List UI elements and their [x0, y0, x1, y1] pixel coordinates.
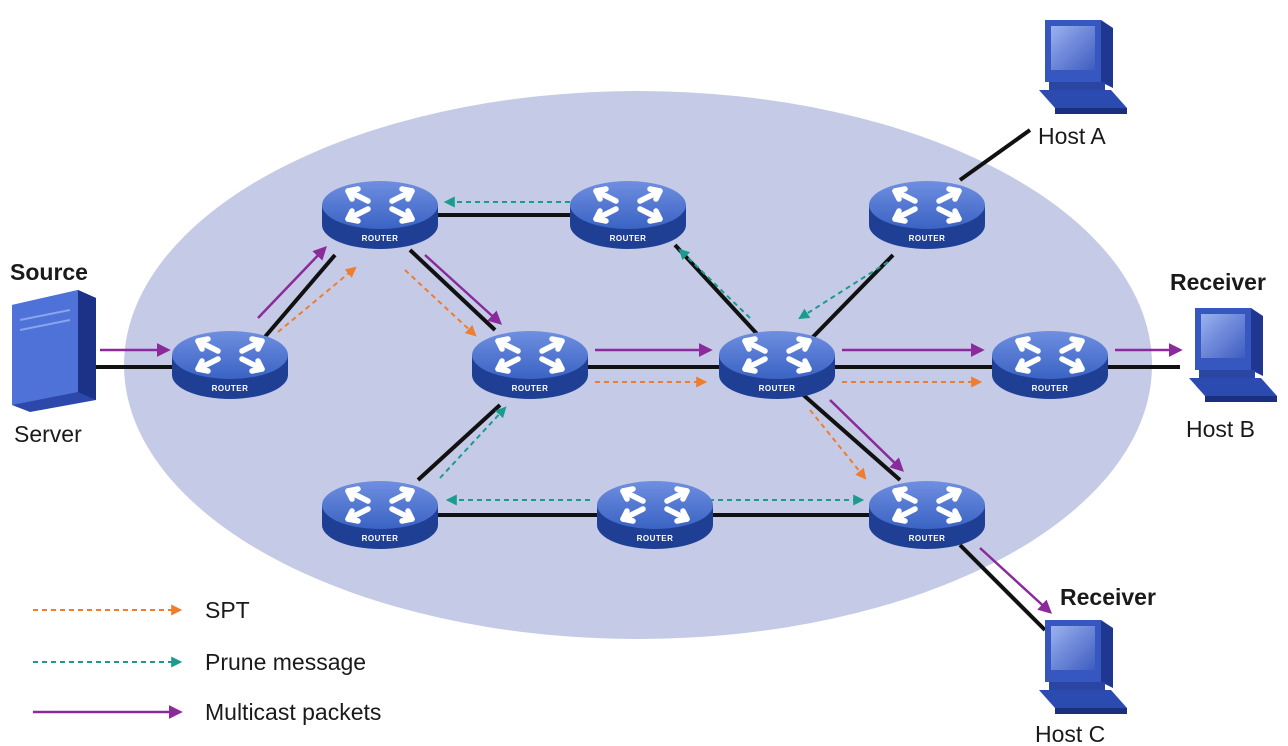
host-a-computer-icon — [1039, 20, 1127, 114]
router-icon: ROUTER — [869, 181, 985, 249]
receiver-b-heading: Receiver — [1170, 269, 1266, 295]
router-icon: ROUTER — [719, 331, 835, 399]
router-label: ROUTER — [1032, 384, 1069, 393]
router-icon: ROUTER — [322, 181, 438, 249]
multicast-arrow — [424, 254, 503, 325]
router-label: ROUTER — [909, 534, 946, 543]
spt-arrow — [277, 266, 357, 333]
server-icon — [12, 290, 96, 412]
router-label: ROUTER — [637, 534, 674, 543]
router-icon: ROUTER — [172, 331, 288, 399]
prune-arrow — [439, 406, 507, 479]
router-label: ROUTER — [512, 384, 549, 393]
host-a-label: Host A — [1038, 123, 1106, 149]
host-b-computer-icon — [1189, 308, 1277, 402]
receiver-c-heading: Receiver — [1060, 584, 1156, 610]
link-center-bottomright — [798, 390, 902, 482]
legend-spt-label: SPT — [205, 597, 250, 623]
multicast-arrow — [829, 399, 904, 472]
prune-message-arrows — [439, 196, 889, 506]
host-c-label: Host C — [1035, 721, 1105, 746]
multicast-arrow — [979, 547, 1053, 614]
spt-arrow — [809, 409, 867, 480]
router-icon: ROUTER — [992, 331, 1108, 399]
router-label: ROUTER — [362, 234, 399, 243]
router-label: ROUTER — [759, 384, 796, 393]
legend-prune-label: Prune message — [205, 649, 366, 675]
multicast-packet-arrows — [100, 246, 1183, 614]
server-label: Server — [14, 421, 82, 447]
multicast-arrow — [257, 246, 327, 319]
router-icon: ROUTER — [597, 481, 713, 549]
source-heading: Source — [10, 259, 88, 285]
router-label: ROUTER — [212, 384, 249, 393]
router-icon: ROUTER — [472, 331, 588, 399]
link-edge-topleft — [256, 253, 337, 347]
link-topright-hosta — [958, 128, 1032, 182]
router-icon: ROUTER — [322, 481, 438, 549]
link-topleft-centerleft — [408, 248, 497, 332]
router-icon: ROUTER — [869, 481, 985, 549]
router-label: ROUTER — [909, 234, 946, 243]
legend: SPT Prune message Multicast packets — [33, 597, 381, 725]
router-label: ROUTER — [610, 234, 647, 243]
prune-arrow — [678, 248, 751, 319]
spt-arrows — [277, 266, 983, 480]
link-bottomleft-centerleft — [416, 403, 502, 482]
host-b-label: Host B — [1186, 416, 1255, 442]
router-icon: ROUTER — [570, 181, 686, 249]
spt-arrow — [404, 269, 477, 337]
host-c-computer-icon — [1039, 620, 1127, 714]
router-label: ROUTER — [362, 534, 399, 543]
legend-multicast-label: Multicast packets — [205, 699, 381, 725]
link-topright-center — [808, 253, 895, 342]
network-links — [95, 128, 1180, 632]
link-bottomright-hostc — [958, 543, 1047, 632]
